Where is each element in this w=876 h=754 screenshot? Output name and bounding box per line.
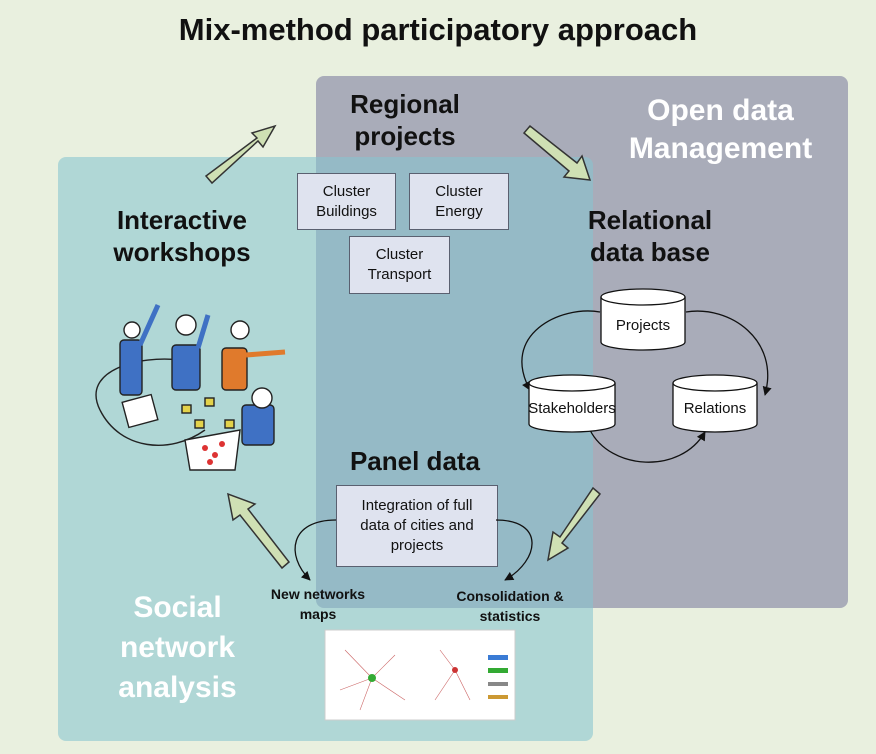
panel-loop-arrows (294, 519, 533, 581)
open-data-label: Open data Management (628, 94, 813, 165)
panel-integration-box: Integration of full data of cities and p… (336, 485, 498, 567)
relational-database-heading: Relational data base (587, 205, 713, 267)
cluster-transport-box: Cluster Transport (349, 236, 450, 294)
database-projects-icon (600, 288, 686, 351)
database-stakeholders-label: Stakeholders (528, 399, 616, 417)
database-cycle-arrows (521, 310, 772, 463)
interactive-workshops-heading: Interactive workshops (113, 205, 251, 267)
database-relations-icon (672, 374, 758, 433)
cluster-buildings-box: Cluster Buildings (297, 173, 396, 230)
arrow-panel-to-workshops (227, 492, 291, 570)
regional-projects-heading: Regional projects (350, 89, 460, 151)
arrow-projects-to-database (522, 124, 592, 181)
arrow-workshops-to-projects (204, 124, 277, 185)
consolidation-statistics-label: Consolidation & statistics (456, 588, 564, 624)
diagram-title: Mix-method participatory approach (178, 12, 698, 47)
arrow-database-to-panel (546, 486, 602, 562)
social-network-label: Social network analysis (118, 591, 237, 704)
database-relations-label: Relations (683, 399, 747, 417)
panel-data-heading: Panel data (349, 446, 481, 476)
workshop-illustration (95, 303, 286, 471)
cluster-energy-box: Cluster Energy (409, 173, 509, 230)
database-projects-label: Projects (615, 316, 671, 334)
network-map-thumbnail (324, 629, 516, 721)
new-networks-maps-label: New networks maps (270, 586, 366, 622)
database-stakeholders-icon (528, 374, 616, 433)
